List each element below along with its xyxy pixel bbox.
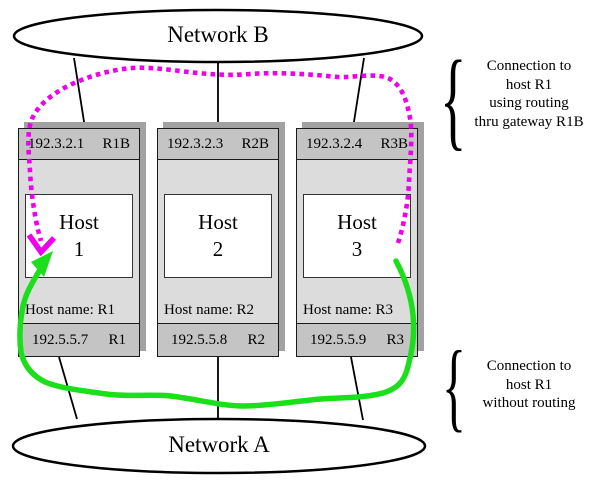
host1-body: Host 1 Host name: R1	[19, 160, 139, 323]
routed-note-line: using routing	[489, 95, 569, 111]
routed-note-line: Connection to	[486, 58, 572, 74]
direct-note-line: without routing	[482, 395, 576, 411]
host2-number: 2	[212, 237, 224, 261]
direct-note-brace-icon: {	[442, 330, 466, 441]
host3-body: Host 3 Host name: R3	[297, 160, 417, 323]
host1-number: 1	[73, 237, 85, 261]
network-b-label: Network B	[167, 22, 269, 47]
host3-gateway-label: R3B	[380, 135, 408, 152]
link-host1-network-b	[73, 57, 86, 129]
host3-gateway-interface: 192.3.2.4 R3B	[297, 129, 417, 160]
link-host3-network-a	[350, 356, 364, 421]
host2-gateway-ip: 192.3.2.3	[167, 135, 224, 152]
host2-ip-label: R2	[247, 331, 265, 348]
host2-gateway-label: R2B	[241, 135, 269, 152]
routed-note-brace-icon: {	[440, 38, 467, 160]
routed-note-line: thru gateway R1B	[474, 113, 584, 130]
host3-word: Host	[337, 210, 377, 234]
link-host3-network-b	[352, 57, 365, 129]
host1-gateway-label: R1B	[102, 135, 130, 152]
host2-ip: 192.5.5.8	[171, 331, 228, 348]
host2-card: 192.3.2.3 R2B Host 2 Host name: R2 192.5…	[157, 128, 279, 357]
direct-connection-note: Connection to host R1 without routing	[459, 357, 599, 413]
host3-ip: 192.5.5.9	[310, 331, 367, 348]
host3-box: Host 3	[303, 194, 411, 278]
host1-ip: 192.5.5.7	[32, 331, 89, 348]
host1-gateway-interface: 192.3.2.1 R1B	[19, 129, 139, 160]
routed-connection-note: Connection to host R1 using routing thru…	[459, 57, 599, 131]
direct-note-line: host R1	[505, 376, 553, 393]
host1-box: Host 1	[25, 194, 133, 278]
host3-name: Host name: R3	[303, 302, 393, 318]
host2-name: Host name: R2	[164, 302, 254, 318]
host3-gateway-ip: 192.3.2.4	[306, 135, 363, 152]
host1-gateway-ip: 192.3.2.1	[28, 135, 85, 152]
host3-ip-label: R3	[386, 331, 404, 348]
host2-box: Host 2	[164, 194, 272, 278]
host3-interface: 192.5.5.9 R3	[297, 323, 417, 356]
host3-number: 3	[351, 237, 363, 261]
host1-card: 192.3.2.1 R1B Host 1 Host name: R1 192.5…	[18, 128, 140, 357]
host3-card: 192.3.2.4 R3B Host 3 Host name: R3 192.5…	[296, 128, 418, 357]
host2-word: Host	[198, 210, 238, 234]
host1-name: Host name: R1	[25, 302, 115, 318]
host1-word: Host	[59, 210, 99, 234]
routed-note-line: host R1	[505, 76, 553, 93]
network-a-label: Network A	[168, 432, 270, 457]
host2-gateway-interface: 192.3.2.3 R2B	[158, 129, 278, 160]
host1-ip-label: R1	[108, 331, 126, 348]
host2-interface: 192.5.5.8 R2	[158, 323, 278, 356]
link-host1-network-a	[58, 356, 78, 420]
host1-interface: 192.5.5.7 R1	[19, 323, 139, 356]
direct-note-line: Connection to	[486, 358, 572, 374]
host2-body: Host 2 Host name: R2	[158, 160, 278, 323]
